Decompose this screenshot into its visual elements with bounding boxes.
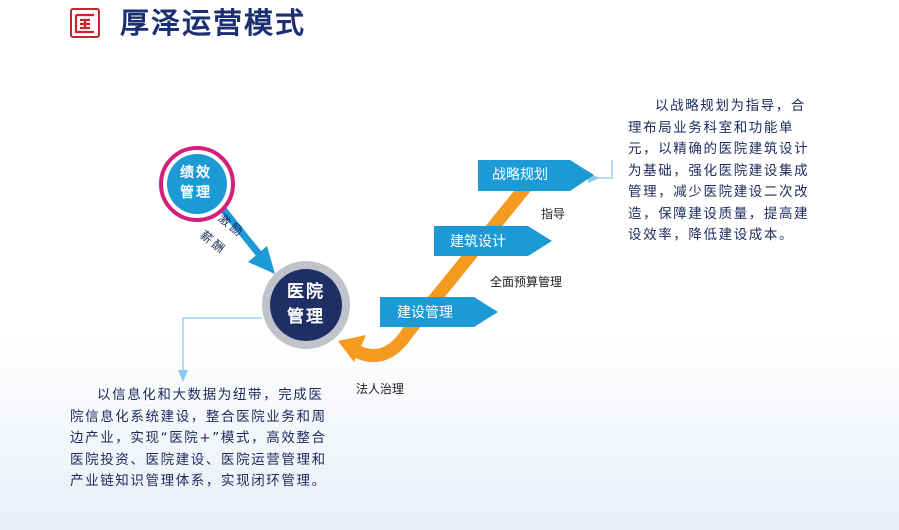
stair-label-construction: 建设管理 bbox=[397, 305, 453, 321]
hospital-node-label: 医院 管理 bbox=[276, 280, 336, 330]
orange-arrow-head bbox=[338, 335, 366, 362]
performance-node bbox=[167, 154, 227, 214]
note-guidance: 指导 bbox=[541, 207, 566, 221]
note-governance: 法人治理 bbox=[356, 382, 405, 396]
performance-label-line1: 绩效 bbox=[180, 165, 212, 181]
performance-label-line2: 管理 bbox=[180, 185, 212, 201]
informatization-description: 以信息化和大数据为纽带，完成医院信息化系统建设，整合医院业务和周边产业，实现“医… bbox=[70, 387, 327, 489]
stair-arrow-1 bbox=[478, 160, 594, 191]
hospital-node bbox=[270, 269, 342, 341]
strategy-description: 以战略规划为指导，合理布局业务科室和功能单元，以精确的医院建筑设计为基础，强化医… bbox=[628, 98, 810, 243]
connector-left-arrow bbox=[178, 370, 188, 382]
hospital-label-line1: 医院 bbox=[287, 282, 325, 302]
stair-label-design: 建筑设计 bbox=[450, 234, 506, 250]
performance-node-label: 绩效 管理 bbox=[164, 163, 228, 203]
incentive-arrow-head bbox=[248, 246, 275, 274]
stair-arrow-2 bbox=[434, 226, 552, 256]
connector-left bbox=[182, 317, 262, 372]
incentive-arrow-line bbox=[219, 205, 262, 257]
stair-arrow-3 bbox=[380, 297, 498, 327]
orange-flow bbox=[353, 179, 534, 363]
note-budget: 全面预算管理 bbox=[490, 275, 563, 289]
seal-icon bbox=[70, 8, 100, 38]
page-title: 厚泽运营模式 bbox=[120, 6, 307, 40]
hospital-label-line2: 管理 bbox=[287, 307, 325, 327]
stair-label-strategy: 战略规划 bbox=[492, 167, 548, 183]
